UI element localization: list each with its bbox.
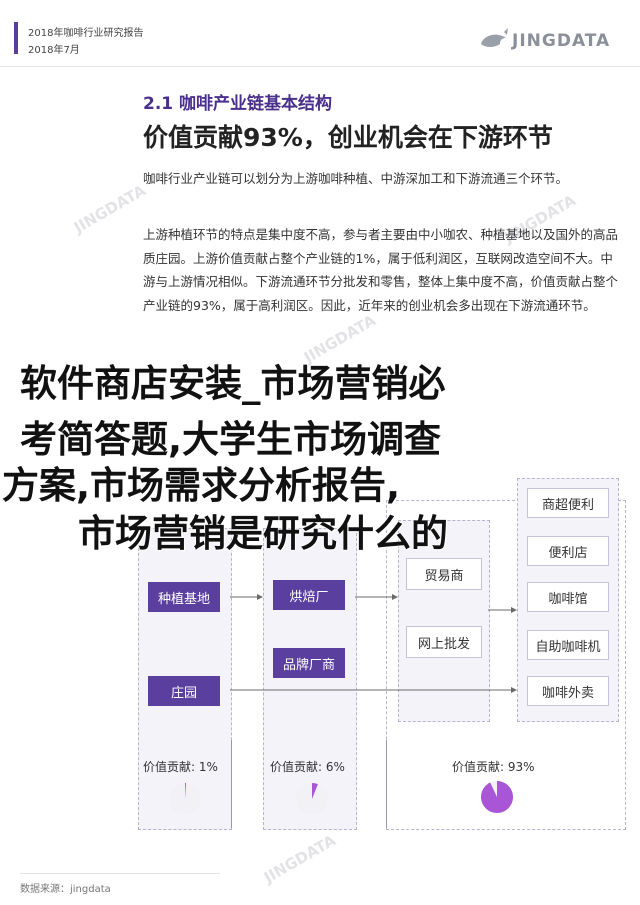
midstream-column (263, 528, 357, 830)
node-brand-maker: 品牌厂商 (273, 648, 345, 678)
brand-logo: JINGDATA (478, 26, 628, 54)
value-upstream: 价值贡献: 1% (143, 760, 218, 774)
value-midstream: 价值贡献: 6% (270, 760, 345, 774)
pie-downstream (481, 781, 513, 813)
header-divider (0, 66, 640, 67)
node-plantation: 种植基地 (148, 582, 220, 612)
paragraph-intro: 咖啡行业产业链可以划分为上游咖啡种植、中游深加工和下游流通三个环节。 (143, 171, 569, 186)
overlay-line-2: 考简答题,大学生市场调查 (20, 418, 442, 461)
whale-logo-icon (481, 28, 508, 47)
node-estate: 庄园 (148, 676, 220, 706)
pie-upstream (169, 783, 201, 815)
value-divider (231, 740, 232, 828)
value-downstream: 价值贡献: 93% (452, 760, 535, 774)
report-title: 2018年咖啡行业研究报告 (28, 28, 144, 39)
header-accent-bar (14, 22, 18, 54)
overlay-line-3: 方案,市场需求分析报告, (2, 464, 401, 507)
data-source: 数据来源：jingdata (20, 884, 111, 895)
pie-midstream (296, 783, 328, 815)
node-roastery: 烘焙厂 (273, 580, 345, 610)
node-online-wholesale: 网上批发 (406, 626, 482, 658)
brand-name: JINGDATA (512, 31, 611, 51)
node-trader: 贸易商 (406, 558, 482, 590)
node-coffee-delivery: 咖啡外卖 (527, 676, 609, 706)
node-supermarket: 商超便利 (527, 488, 609, 518)
node-coffee-shop: 咖啡馆 (527, 582, 609, 612)
overlay-line-4: 市场营销是研究什么的 (78, 512, 448, 555)
overlay-line-1: 软件商店安装_市场营销必 (20, 362, 446, 405)
section-title: 2.1 咖啡产业链基本结构 (143, 94, 333, 114)
downstream-column (386, 500, 626, 830)
footer-divider (20, 873, 220, 874)
section-headline: 价值贡献93%，创业机会在下游环节 (143, 123, 553, 152)
wholesale-group (398, 520, 490, 722)
node-self-service-machine: 自助咖啡机 (527, 630, 609, 660)
paragraph-detail: 上游种植环节的特点是集中度不高，参与者主要由中小咖农、种植基地以及国外的高品质庄… (143, 227, 619, 313)
value-divider (386, 740, 387, 828)
report-date: 2018年7月 (28, 45, 80, 56)
node-convenience-store: 便利店 (527, 536, 609, 566)
